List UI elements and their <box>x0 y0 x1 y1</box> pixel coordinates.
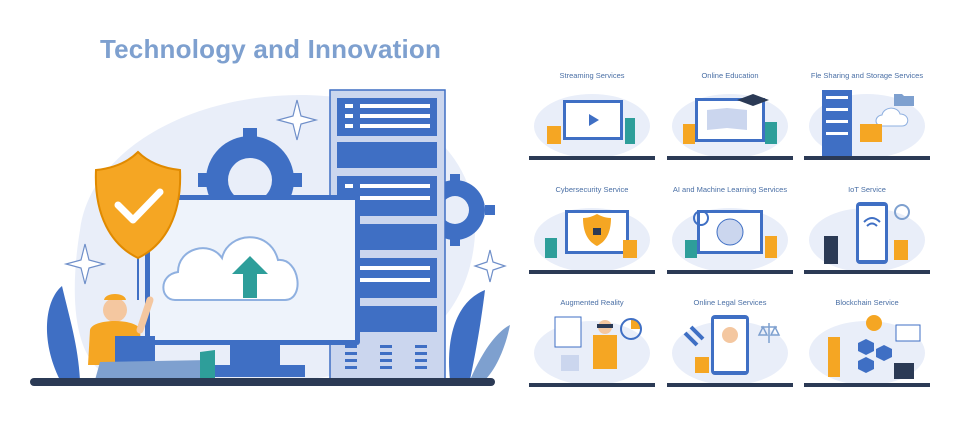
ar-illustration <box>529 316 655 387</box>
card-label: IoT Service <box>848 185 886 194</box>
graduation-cap-icon <box>737 94 769 106</box>
card-label: Blockchain Service <box>835 298 899 307</box>
book-icon <box>707 108 747 130</box>
card-label: Streaming Services <box>559 71 625 80</box>
gavel-icon <box>683 325 705 347</box>
card-label: AI and Machine Learning Services <box>672 185 788 194</box>
person-with-laptop <box>88 294 215 380</box>
ai-ml-illustration <box>667 208 793 274</box>
sparkle-icon <box>275 99 319 141</box>
vr-glasses-icon <box>597 324 613 328</box>
cybersecurity-illustration <box>529 208 655 274</box>
iot-illustration <box>804 202 930 274</box>
card-label: Cybersecurity Service <box>555 185 629 194</box>
card-label: Augmented Reality <box>560 298 624 307</box>
wifi-icon <box>863 217 881 227</box>
blockchain-illustration <box>804 315 930 387</box>
bitcoin-icon <box>866 315 882 331</box>
plant-decoration <box>47 286 510 380</box>
sparkle-icon <box>63 243 107 285</box>
server-rack <box>329 89 446 386</box>
scales-icon <box>757 323 781 343</box>
brain-icon <box>716 218 744 246</box>
shield-check-icon <box>94 150 182 300</box>
folder-icon <box>894 94 914 106</box>
play-icon <box>589 114 599 126</box>
cloud-icon <box>875 107 909 127</box>
card-label: Fle Sharing and Storage Services <box>810 71 924 80</box>
streaming-illustration <box>529 94 655 160</box>
gear-icon <box>693 210 709 226</box>
legal-illustration <box>667 315 793 387</box>
education-illustration <box>667 94 793 160</box>
monitor <box>145 195 360 377</box>
gear-icon <box>894 204 910 220</box>
page-title: Technology and Innovation <box>100 34 442 64</box>
sparkle-icon <box>473 249 507 283</box>
cloud-upload-icon <box>162 236 299 301</box>
card-label: Online Legal Services <box>693 298 767 307</box>
block-icon <box>858 339 892 373</box>
pie-chart-icon <box>631 319 641 329</box>
file-sharing-illustration <box>804 90 930 160</box>
card-label: Online Education <box>701 71 759 80</box>
hero-illustration <box>30 89 510 386</box>
